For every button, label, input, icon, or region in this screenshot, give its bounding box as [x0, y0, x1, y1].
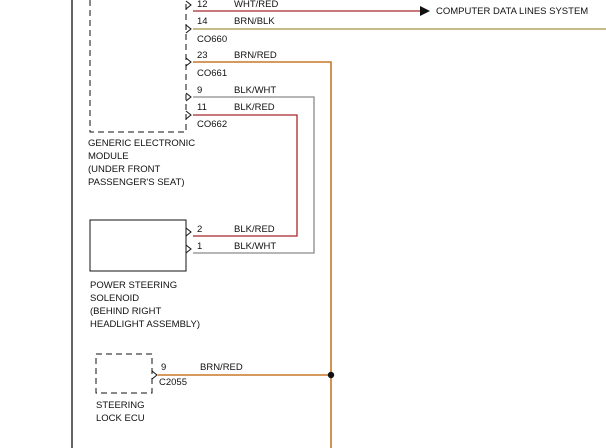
connector-co662: CO662 [197, 119, 227, 130]
gem-module [89, 0, 187, 133]
pin-14-number: 14 [197, 16, 208, 27]
arrow-right-icon [420, 6, 430, 16]
pin-12-number: 12 [197, 0, 208, 10]
wire-brn-red-main [193, 61, 332, 448]
chevron-steering-pin-9 [151, 370, 158, 380]
chevron-ps-pin-1 [185, 244, 192, 254]
gem-module-outline [89, 0, 187, 133]
chevron-pin-14 [185, 24, 192, 34]
pin-11-wire: BLK/RED [234, 102, 275, 113]
ps-pin-2-wire: BLK/RED [234, 224, 275, 235]
steering-lock-box [95, 353, 153, 394]
ps-pin-1-wire: BLK/WHT [234, 241, 276, 252]
pin-14-wire: BRN/BLK [234, 16, 275, 27]
ps-label-line-3: (BEHIND RIGHT [90, 306, 161, 317]
connector-co661: CO661 [197, 68, 227, 79]
chevron-pin-11 [185, 110, 192, 120]
steering-lock-label: STEERING LOCK ECU [96, 400, 145, 424]
pin-9-wire: BLK/WHT [234, 85, 276, 96]
pin-23-number: 23 [197, 50, 208, 61]
ps-pin-1-number: 1 [197, 241, 202, 252]
connector-co660: CO660 [197, 34, 227, 45]
gem-label-line-1: GENERIC ELECTRONIC [88, 138, 195, 149]
connector-c2055: C2055 [159, 377, 187, 388]
chevron-ps-pin-2 [185, 227, 192, 237]
ps-label-line-1: POWER STEERING [90, 280, 177, 291]
ps-label-line-4: HEADLIGHT ASSEMBLY) [90, 319, 200, 330]
gem-label: GENERIC ELECTRONIC MODULE (UNDER FRONT P… [88, 138, 195, 188]
gem-label-line-3: (UNDER FRONT [88, 164, 160, 175]
wire-blk-red [193, 114, 298, 237]
pin-11-number: 11 [197, 102, 207, 113]
ps-pin-chevrons [185, 227, 192, 254]
ps-solenoid-box [89, 219, 187, 272]
ps-solenoid-label: POWER STEERING SOLENOID (BEHIND RIGHT HE… [90, 280, 200, 330]
destination-label: COMPUTER DATA LINES SYSTEM [436, 6, 588, 17]
wire-blk-wht [193, 96, 315, 254]
steering-label-line-2: LOCK ECU [96, 413, 145, 424]
gem-pin-chevrons [185, 0, 192, 120]
steering-pin-9-wire: BRN/RED [200, 362, 243, 373]
chevron-pin-12 [185, 0, 192, 10]
chevron-pin-9 [185, 92, 192, 102]
pin-12-wire: WHT/RED [234, 0, 278, 10]
gem-label-line-2: MODULE [88, 151, 129, 162]
splice-junction-dot [327, 371, 335, 379]
gem-label-line-4: PASSENGER'S SEAT) [88, 177, 184, 188]
ps-label-line-2: SOLENOID [90, 293, 139, 304]
steering-pin-9-number: 9 [161, 362, 166, 373]
ps-pin-2-number: 2 [197, 224, 202, 235]
pin-9-number: 9 [197, 85, 202, 96]
steering-label-line-1: STEERING [96, 400, 145, 411]
pin-23-wire: BRN/RED [234, 50, 277, 61]
chevron-pin-23 [185, 57, 192, 67]
